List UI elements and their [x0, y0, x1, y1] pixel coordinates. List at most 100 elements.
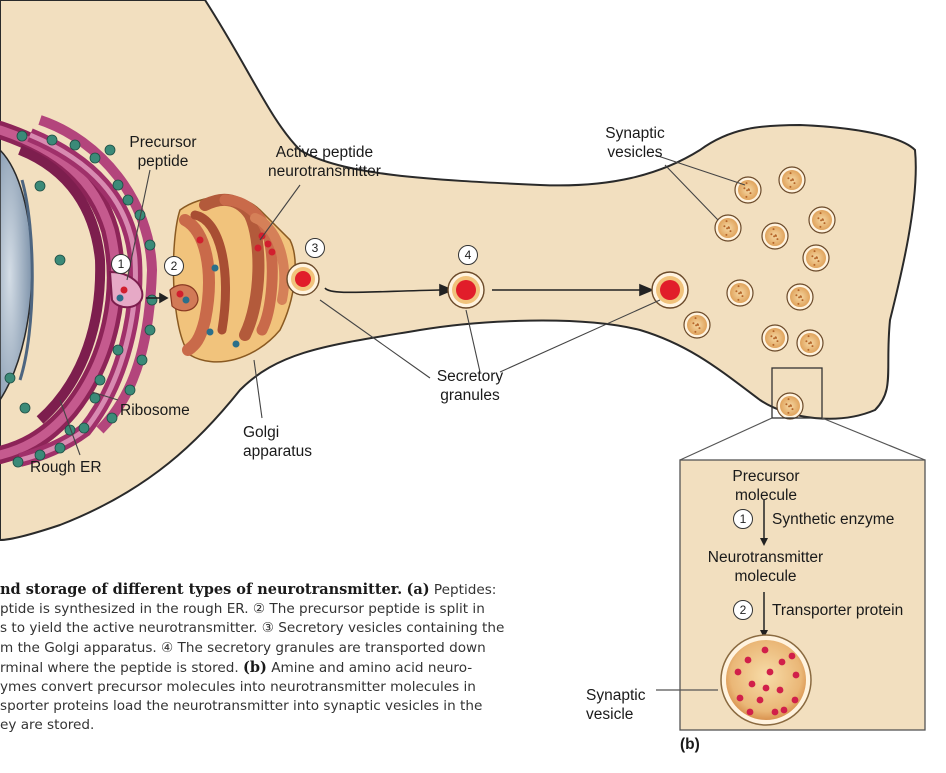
vesicle-content-dot [795, 294, 798, 297]
ribosome [144, 239, 156, 251]
secretory-granule-core [456, 280, 476, 300]
peptide-dot [116, 294, 124, 302]
vesicle-content-dot [773, 337, 776, 340]
peptide-dot [206, 328, 214, 336]
ribosome [46, 134, 58, 146]
inset-label-transporter: Transporter protein [772, 602, 904, 619]
vesicle-content-dot [723, 225, 726, 228]
peptide-dot [182, 296, 190, 304]
vesicle-content-dot [797, 302, 800, 305]
vesicle-content-dot [793, 182, 796, 185]
vesicle-content-dot [692, 322, 695, 325]
inset-step-1-marker: 1 [733, 509, 753, 529]
vesicle-content-dot [809, 341, 812, 344]
vesicle-content-dot [725, 233, 728, 236]
vesicle-content-dot [772, 228, 775, 231]
zoom-box [771, 367, 823, 419]
ribosome [19, 402, 31, 414]
peptide-dot [120, 286, 128, 294]
vesicle-content-dot [807, 335, 810, 338]
ribosome [64, 424, 76, 436]
peptide-dot [264, 240, 272, 248]
vesicle-content-dot [776, 238, 779, 241]
neurotransmitter-dot [766, 668, 774, 676]
secretory-granule-core [295, 271, 311, 287]
vesicle-content-dot [737, 285, 740, 288]
neurotransmitter-dot [771, 708, 779, 716]
vesicle-content-dot [823, 222, 826, 225]
leader-lines [59, 154, 746, 456]
vesicle-content-dot [785, 403, 788, 406]
neurotransmitter-dot [744, 656, 752, 664]
peptide-dot [268, 248, 276, 256]
peptide-dot [254, 244, 262, 252]
vesicle-content-dot [773, 235, 776, 238]
vesicle-content-dot [694, 330, 697, 333]
vesicle-content-dot [772, 343, 775, 346]
secretory-granules [286, 262, 689, 309]
vesicle-content-dot [811, 345, 814, 348]
vesicle-content-dot [791, 408, 794, 411]
vesicle-content-dot [813, 250, 816, 253]
vesicle-content-dot [770, 233, 773, 236]
ribosome [112, 344, 124, 356]
neurotransmitter-dot [761, 646, 769, 654]
vesicle-content-dot [817, 217, 820, 220]
neurotransmitter-dot [791, 696, 799, 704]
neurotransmitter-dot [776, 686, 784, 694]
panel-label-b: (b) [680, 736, 700, 753]
ribosome [124, 384, 136, 396]
neurotransmitter-dot [780, 706, 788, 714]
vesicle-content-dot [801, 299, 804, 302]
vesicle-content-dot [787, 398, 790, 401]
vesicle-content-dot [738, 292, 741, 295]
vesicle-content-dot [749, 192, 752, 195]
vesicle-content-dot [725, 220, 728, 223]
vesicle-content-dot [770, 335, 773, 338]
step-1-marker: 1 [111, 254, 131, 274]
vesicle-content-dot [799, 295, 802, 298]
ribosome [34, 180, 46, 192]
neurotransmitter-dot [748, 680, 756, 688]
ribosome [104, 144, 116, 156]
vesicle-content-dot [743, 187, 746, 190]
peptide-dot [211, 264, 219, 272]
ribosome [144, 324, 156, 336]
vesicle-content-dot [729, 230, 732, 233]
peptide-dot [176, 290, 184, 298]
vesicle-content-dot [791, 178, 794, 181]
vesicle-content-dot [811, 255, 814, 258]
ribosome [112, 179, 124, 191]
secretory-granule-core [660, 280, 680, 300]
neurotransmitter-dot [734, 668, 742, 676]
vesicle-content-dot [737, 298, 740, 301]
inset-neurotransmitter-dots [734, 646, 800, 716]
neurotransmitter-dot [788, 652, 796, 660]
vesicle-content-dot [808, 342, 811, 345]
ribosome [146, 294, 158, 306]
vesicle-content-dot [788, 405, 791, 408]
ribosome [89, 152, 101, 164]
inset-label-synthetic-enzyme: Synthetic enzyme [772, 511, 895, 528]
vesicle-content-dot [694, 317, 697, 320]
ribosome [69, 139, 81, 151]
figure-caption: nd storage of different types of neurotr… [0, 581, 505, 734]
vesicle-content-dot [774, 336, 777, 339]
neurotransmitter-dot [756, 696, 764, 704]
vesicle-content-dot [821, 218, 824, 221]
vesicle-content-dot [735, 290, 738, 293]
vesicle-content-dot [739, 291, 742, 294]
vesicle-content-dot [745, 182, 748, 185]
vesicle-content-dot [797, 289, 800, 292]
vesicle-content-dot [787, 411, 790, 414]
vesicle-content-dot [772, 330, 775, 333]
transport-arrows [146, 283, 655, 304]
vesicle-content-dot [696, 323, 699, 326]
synaptic-vesicles [683, 166, 836, 420]
